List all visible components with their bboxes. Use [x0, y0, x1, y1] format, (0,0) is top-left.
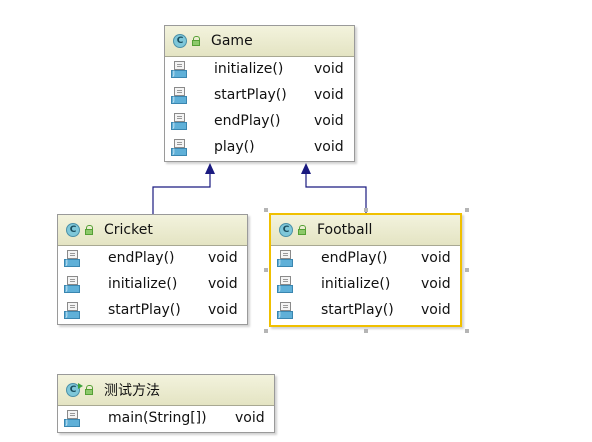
class-title: Cricket [104, 222, 153, 238]
lock-icon [85, 225, 94, 235]
class-icon: C [66, 223, 80, 237]
method-icon: J [171, 113, 187, 131]
method-return-type: void [235, 410, 265, 426]
method-name: play() [214, 139, 255, 155]
method-icon: J [171, 87, 187, 105]
class-cricket[interactable]: C Cricket J endPlay() void J initialize(… [57, 214, 248, 325]
method-row[interactable]: J endPlay() void [58, 246, 247, 272]
cricket-extends-game-line [152, 166, 211, 214]
method-row[interactable]: J startPlay() void [165, 83, 354, 109]
method-return-type: void [208, 276, 238, 292]
method-row[interactable]: J startPlay() void [271, 298, 460, 324]
class-title: Football [317, 222, 373, 238]
football-inheritance-arrowhead [301, 163, 311, 174]
class-football[interactable]: C Football J endPlay() void J initialize… [269, 213, 462, 327]
class-test[interactable]: C 测试方法 J main(String[]) void [57, 374, 275, 433]
class-icon: C [173, 34, 187, 48]
method-row[interactable]: J initialize() void [58, 272, 247, 298]
method-name: startPlay() [321, 302, 394, 318]
method-name: endPlay() [321, 250, 388, 266]
method-return-type: void [314, 113, 344, 129]
class-header[interactable]: C Game [165, 26, 354, 57]
method-name: startPlay() [214, 87, 287, 103]
selection-handle[interactable] [264, 329, 268, 333]
cricket-inheritance-arrowhead [205, 163, 215, 174]
class-header[interactable]: C 测试方法 [58, 375, 274, 406]
method-icon: J [64, 276, 80, 294]
selection-handle[interactable] [264, 208, 268, 212]
selection-handle[interactable] [465, 268, 469, 272]
selection-handle[interactable] [465, 329, 469, 333]
method-row[interactable]: J endPlay() void [165, 109, 354, 135]
method-name: initialize() [321, 276, 391, 292]
selection-handle[interactable] [364, 329, 368, 333]
lock-icon [298, 225, 307, 235]
method-row[interactable]: J main(String[]) void [58, 406, 274, 432]
method-name: endPlay() [108, 250, 175, 266]
method-return-type: void [314, 61, 344, 77]
method-row[interactable]: J startPlay() void [58, 298, 247, 324]
method-name: startPlay() [108, 302, 181, 318]
method-return-type: void [421, 250, 451, 266]
method-name: initialize() [214, 61, 284, 77]
method-return-type: void [208, 250, 238, 266]
method-icon: J [171, 139, 187, 157]
football-extends-game-line [305, 166, 367, 214]
selection-handle[interactable] [264, 268, 268, 272]
method-return-type: void [421, 302, 451, 318]
class-header[interactable]: C Cricket [58, 215, 247, 246]
main-class-icon: C [66, 383, 83, 397]
method-return-type: void [208, 302, 238, 318]
class-game[interactable]: C Game J initialize() void J startPlay()… [164, 25, 355, 162]
selection-handle[interactable] [364, 208, 368, 212]
method-return-type: void [314, 139, 344, 155]
lock-icon [85, 385, 94, 395]
class-title: Game [211, 33, 253, 49]
method-row[interactable]: J initialize() void [271, 272, 460, 298]
method-icon: J [64, 250, 80, 268]
method-row[interactable]: J initialize() void [165, 57, 354, 83]
class-icon: C [279, 223, 293, 237]
method-return-type: void [314, 87, 344, 103]
class-header[interactable]: C Football [271, 215, 460, 246]
method-icon: J [277, 250, 293, 268]
method-icon: J [64, 302, 80, 320]
class-title: 测试方法 [104, 383, 160, 399]
method-name: initialize() [108, 276, 178, 292]
method-name: endPlay() [214, 113, 281, 129]
method-icon: J [277, 276, 293, 294]
method-icon: J [64, 410, 80, 428]
method-row[interactable]: J play() void [165, 135, 354, 161]
selection-handle[interactable] [465, 208, 469, 212]
method-row[interactable]: J endPlay() void [271, 246, 460, 272]
method-name: main(String[]) [108, 410, 207, 426]
method-icon: J [277, 302, 293, 320]
method-icon: J [171, 61, 187, 79]
method-return-type: void [421, 276, 451, 292]
lock-icon [192, 36, 201, 46]
